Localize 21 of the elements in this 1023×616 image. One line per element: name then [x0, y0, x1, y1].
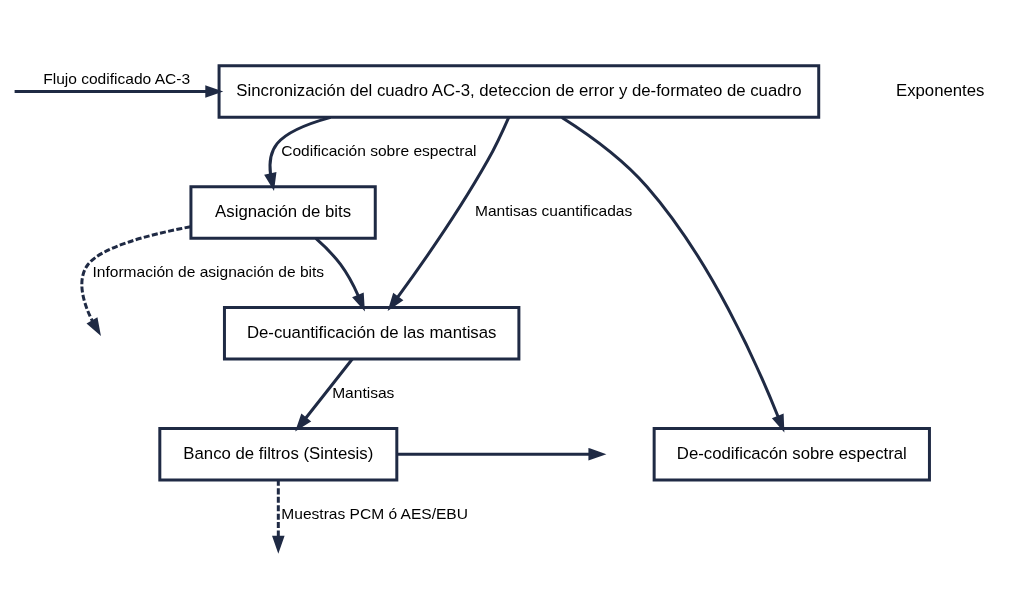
- node-box: De-cuantificación de las mantisas: [222, 306, 521, 361]
- arrow: [80, 225, 191, 336]
- node-box: Sincronización del cuadro AC-3, deteccion de error y de-formateo de cuadro: [217, 64, 821, 119]
- arrow: [561, 116, 785, 433]
- arrow: [264, 115, 332, 191]
- arrow: [295, 358, 354, 432]
- arrow: [314, 237, 365, 312]
- node-box: Banco de filtros (Sintesis): [158, 426, 399, 482]
- edge-label: Mantisas cuantificadas: [474, 202, 633, 220]
- node-box: De-codificacón sobre espectral: [652, 426, 931, 482]
- edge-label: Información de asignación de bits: [92, 262, 325, 280]
- edge-label: Flujo codificado AC-3: [43, 69, 191, 87]
- edge-label: Mantisas: [332, 383, 395, 401]
- arrow: [14, 85, 224, 98]
- edge-label: Codificación sobre espectral: [281, 142, 477, 160]
- arrow: [272, 480, 285, 554]
- edge-label: Muestras PCM ó AES/EBU: [281, 504, 468, 522]
- arrow: [387, 116, 511, 311]
- node-box: Asignación de bits: [189, 185, 377, 240]
- arrow: [397, 447, 607, 461]
- label: Exponentes: [895, 80, 985, 100]
